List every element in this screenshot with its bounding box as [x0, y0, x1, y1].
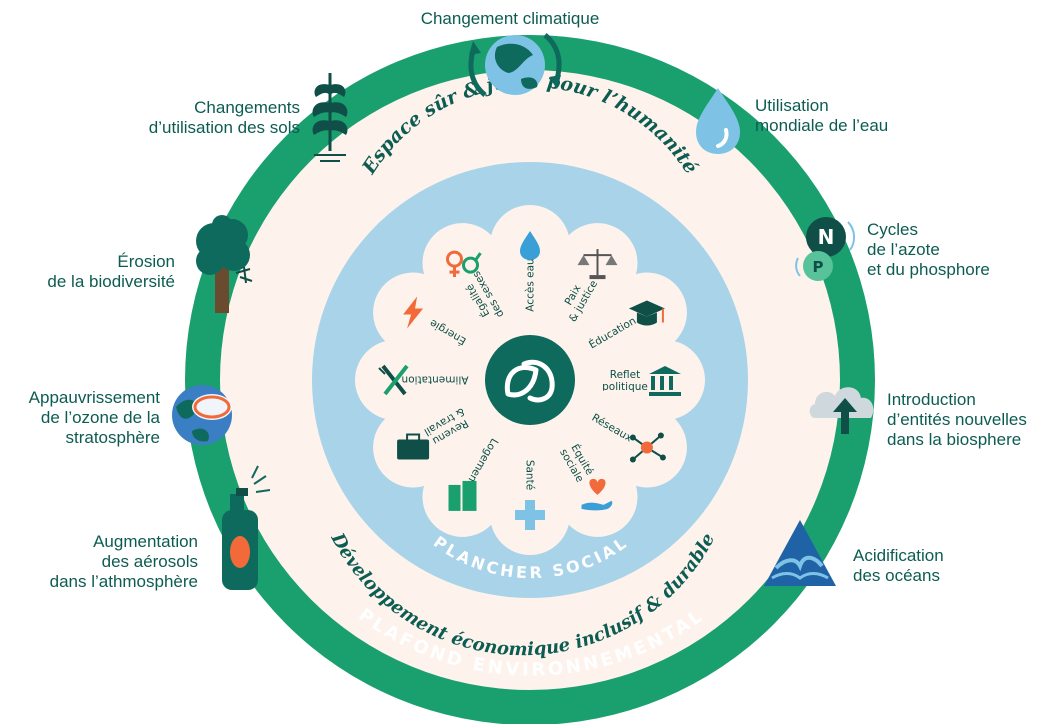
boundary-label-line: de l’ozone de la: [40, 408, 160, 427]
petal-label-line: Santé: [523, 460, 535, 490]
boundary-label-line: des aérosols: [101, 552, 198, 571]
drop-icon: [520, 231, 540, 260]
boundary-label-line: Appauvrissement: [28, 388, 160, 407]
petal-label-line: Alimentation: [401, 373, 468, 385]
nitrogen-phosphorus-icon: N P: [795, 217, 856, 281]
boundary-label-ocean: Acidification des océans: [853, 546, 1023, 586]
petal-label-line: Reflet: [610, 369, 640, 381]
boundary-label-aerosol: Augmentation des aérosols dans l’athmosp…: [10, 532, 198, 592]
petal-label-line: Accès eau: [525, 258, 537, 311]
boundary-label-line: mondiale de l’eau: [755, 116, 889, 135]
boundary-label-line: dans la biosphere: [887, 430, 1022, 449]
boundary-label-line: et du phosphore: [867, 260, 990, 279]
boundary-label-line: de l’azote: [867, 240, 940, 259]
ozone-globe-icon: [172, 385, 232, 445]
phosphorus-letter: P: [813, 258, 824, 276]
boundary-label-land-use: Changements d’utilisation des sols: [110, 98, 300, 138]
government-building-icon: [649, 366, 681, 396]
boundary-label-line: Acidification: [853, 546, 944, 565]
boundary-label-line: d’utilisation des sols: [148, 118, 300, 137]
boundary-label-climate: Changement climatique: [380, 9, 640, 29]
boundary-label-line: Changement climatique: [420, 9, 600, 28]
boundary-label-novel-entities: Introduction d’entités nouvelles dans la…: [887, 390, 1043, 450]
petal-housing: Logement: [422, 403, 530, 537]
boundary-label-line: Changements: [194, 98, 300, 117]
petal-education: Éducation: [553, 272, 687, 380]
petal-label: Alimentation: [401, 373, 468, 385]
boundary-label-line: de la biodiversité: [47, 272, 175, 291]
buildings-icon: [448, 480, 477, 511]
health-cross-icon: [515, 500, 545, 530]
petal-label: Accès eau: [525, 258, 537, 311]
lightning-icon: [403, 296, 424, 329]
boundary-label-nitrogen: Cycles de l’azote et du phosphore: [867, 220, 1037, 280]
boundary-label-line: d’entités nouvelles: [887, 410, 1027, 429]
petal-shape: [553, 380, 687, 488]
boundary-label-line: dans l’athmosphère: [49, 572, 198, 591]
petal-gender: Égalitédes sexes: [422, 223, 530, 357]
center-core: [485, 335, 575, 425]
boundary-label-line: Introduction: [887, 390, 976, 409]
boundary-label-water: Utilisation mondiale de l’eau: [755, 96, 955, 136]
boundary-label-line: Érosion: [117, 252, 175, 271]
petal-label: Santé: [523, 460, 535, 490]
network-icon: [629, 432, 666, 463]
petal-shape: [373, 380, 507, 488]
ocean-wave-icon: [764, 520, 836, 586]
petal-energy: Énergie: [373, 272, 507, 380]
boundary-label-line: Augmentation: [93, 532, 198, 551]
boundary-label-biodiversity: Érosion de la biodiversité: [10, 252, 175, 292]
cloud-upload-icon: [809, 387, 874, 434]
water-drop-icon: [696, 88, 740, 154]
hand-heart-icon: [581, 478, 613, 511]
petal-label-line: politique: [602, 381, 648, 393]
scales-icon: [577, 249, 618, 280]
petal-shape: [553, 272, 687, 380]
boundary-label-line: stratosphère: [65, 428, 161, 447]
globe-arrows-icon: [468, 33, 562, 97]
petal-shape: [373, 272, 507, 380]
boundary-label-line: Cycles: [867, 220, 919, 239]
spray-can-icon: [222, 465, 271, 590]
plant-icon: [312, 73, 348, 162]
petal-networks: Réseaux: [553, 380, 687, 488]
tree-icon: [196, 215, 253, 313]
leaf-logo-icon: [504, 359, 555, 403]
briefcase-icon: [397, 433, 430, 460]
fork-knife-icon: [378, 364, 409, 396]
boundary-label-line: des océans: [853, 566, 940, 585]
boundary-label-line: Utilisation: [755, 96, 829, 115]
nitrogen-letter: N: [818, 225, 835, 249]
gender-symbols-icon: [446, 250, 482, 278]
graduation-cap-icon: [628, 300, 665, 326]
boundary-label-ozone: Appauvrissement de l’ozone de la stratos…: [0, 388, 160, 448]
